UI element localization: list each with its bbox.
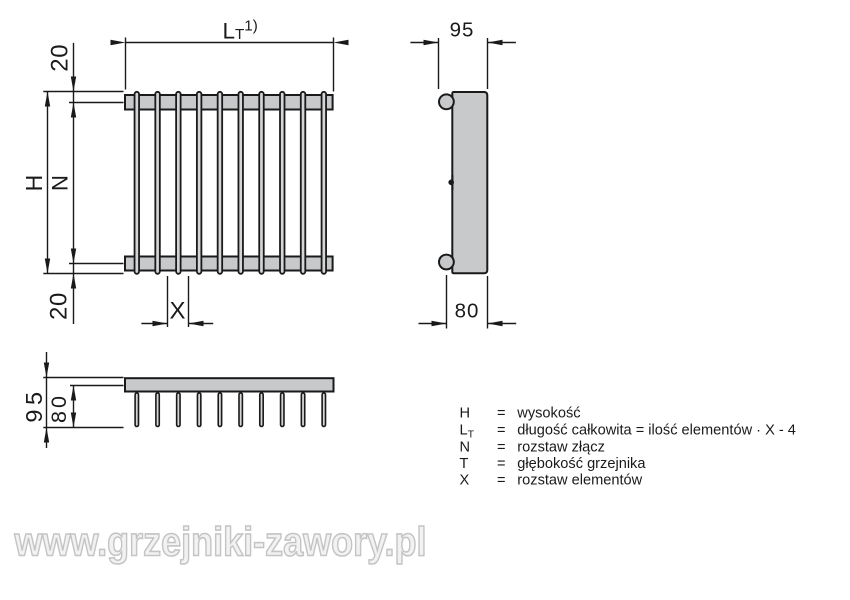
svg-text:X: X <box>460 472 470 488</box>
svg-text:wysokość: wysokość <box>516 406 580 422</box>
svg-text:H: H <box>460 406 471 422</box>
svg-text:=: = <box>497 406 506 422</box>
svg-text:głębokość grzejnika: głębokość grzejnika <box>517 456 646 472</box>
svg-text:20: 20 <box>46 292 73 320</box>
svg-text:długość całkowita = ilość ele: długość całkowita = ilość elementów · X … <box>517 423 796 439</box>
svg-text:=: = <box>497 456 506 472</box>
svg-text:N: N <box>460 440 471 456</box>
svg-text:www.grzejniki-zawory.pl: www.grzejniki-zawory.pl <box>14 519 427 565</box>
svg-text:rozstaw złącz: rozstaw złącz <box>517 440 605 456</box>
svg-text:20: 20 <box>47 44 74 72</box>
svg-text:T: T <box>460 456 469 472</box>
svg-text:N: N <box>48 175 73 191</box>
svg-text:H: H <box>21 175 47 192</box>
svg-text:=: = <box>497 440 506 456</box>
svg-text:=: = <box>497 423 506 439</box>
svg-text:80: 80 <box>455 300 480 323</box>
svg-text:95: 95 <box>450 18 475 41</box>
svg-text:=: = <box>497 472 506 488</box>
svg-text:95: 95 <box>21 387 47 422</box>
svg-text:rozstaw elementów: rozstaw elementów <box>517 472 642 488</box>
svg-text:80: 80 <box>47 393 71 423</box>
svg-text:X: X <box>169 298 185 325</box>
